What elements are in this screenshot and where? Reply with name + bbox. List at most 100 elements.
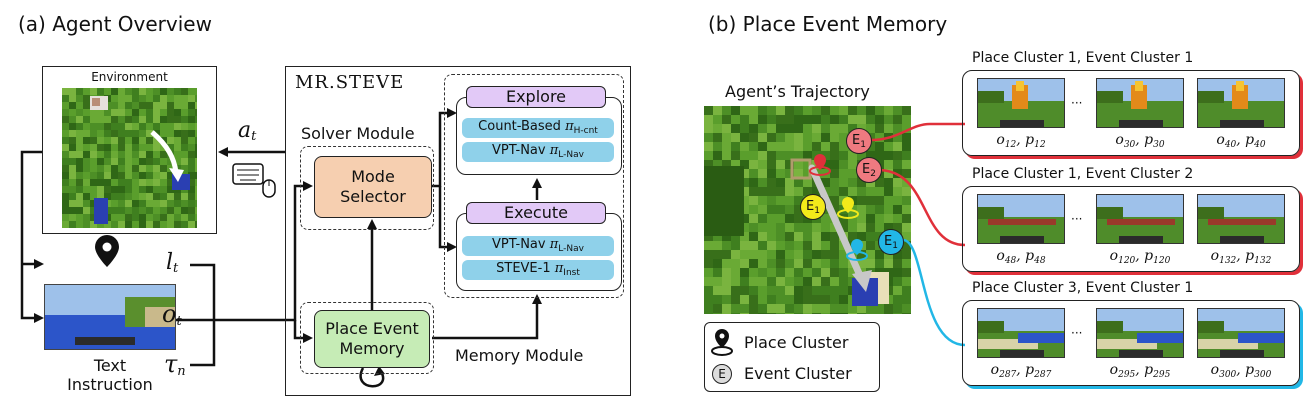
map-tile	[857, 178, 866, 187]
map-tile	[839, 151, 848, 160]
observation-thumbnail	[1096, 78, 1184, 128]
map-tile	[740, 160, 749, 169]
map-tile	[713, 151, 722, 160]
map-tile	[188, 95, 195, 102]
map-tile	[776, 151, 785, 160]
map-tile	[740, 286, 749, 295]
map-tile	[902, 277, 911, 286]
observation-thumbnail	[1197, 78, 1285, 128]
map-tile	[830, 205, 839, 214]
map-tile	[713, 115, 722, 124]
map-tile	[188, 193, 195, 200]
map-tile	[893, 151, 902, 160]
map-tile	[839, 142, 848, 151]
map-tile	[749, 304, 758, 313]
map-tile	[167, 130, 174, 137]
map-tile	[902, 223, 911, 232]
map-tile	[848, 223, 857, 232]
map-tile	[139, 123, 146, 130]
map-tile	[160, 109, 167, 116]
map-tile	[195, 151, 197, 158]
water-patch	[94, 198, 108, 224]
map-tile	[188, 151, 195, 158]
map-tile	[749, 250, 758, 259]
map-tile	[767, 178, 776, 187]
map-tile	[146, 130, 153, 137]
map-tile	[794, 304, 803, 313]
map-tile	[740, 151, 749, 160]
map-tile	[785, 160, 794, 169]
map-tile	[62, 200, 69, 207]
map-tile	[884, 142, 893, 151]
map-tile	[893, 133, 902, 142]
map-tile	[776, 133, 785, 142]
map-tile	[713, 313, 722, 314]
map-tile	[146, 214, 153, 221]
map-tile	[118, 200, 125, 207]
map-tile	[153, 158, 160, 165]
cluster-box-3	[962, 300, 1300, 386]
map-tile	[776, 187, 785, 196]
map-tile	[62, 207, 69, 214]
map-tile	[839, 295, 848, 304]
agent-path-arrow	[150, 130, 179, 173]
map-tile	[803, 268, 812, 277]
map-tile	[731, 268, 740, 277]
map-tile	[821, 286, 830, 295]
map-tile	[875, 151, 884, 160]
map-tile	[902, 214, 911, 223]
map-tile	[731, 151, 740, 160]
map-tile	[740, 304, 749, 313]
map-tile	[902, 142, 911, 151]
map-tile	[76, 221, 83, 228]
map-tile	[767, 277, 776, 286]
map-tile	[848, 160, 857, 169]
map-tile	[132, 123, 139, 130]
map-tile	[722, 241, 731, 250]
map-tile	[146, 179, 153, 186]
map-tile	[118, 116, 125, 123]
map-tile	[812, 115, 821, 124]
map-tile	[902, 124, 911, 133]
map-tile	[139, 221, 146, 228]
map-tile	[839, 250, 848, 259]
map-tile	[181, 200, 188, 207]
map-tile	[785, 115, 794, 124]
map-tile	[803, 304, 812, 313]
map-tile	[740, 259, 749, 268]
map-tile	[104, 179, 111, 186]
map-tile	[857, 223, 866, 232]
map-tile	[83, 193, 90, 200]
observation-caption: o30, p30	[1115, 132, 1165, 150]
map-tile	[188, 207, 195, 214]
map-tile	[740, 277, 749, 286]
map-tile	[866, 214, 875, 223]
map-tile	[875, 178, 884, 187]
memory-module-label: Memory Module	[455, 346, 584, 365]
map-tile	[104, 144, 111, 151]
map-tile	[767, 115, 776, 124]
map-tile	[90, 200, 97, 207]
map-tile	[785, 277, 794, 286]
map-tile	[118, 130, 125, 137]
yellow-place-pin-icon	[837, 197, 859, 219]
map-tile	[83, 144, 90, 151]
map-tile	[83, 179, 90, 186]
map-tile	[69, 116, 76, 123]
map-tile	[848, 151, 857, 160]
map-tile	[181, 214, 188, 221]
map-tile	[812, 124, 821, 133]
map-tile	[722, 295, 731, 304]
map-tile	[875, 223, 884, 232]
map-tile	[767, 268, 776, 277]
map-tile	[139, 151, 146, 158]
map-tile	[188, 130, 195, 137]
map-tile	[90, 165, 97, 172]
map-tile	[174, 137, 181, 144]
map-tile	[174, 88, 181, 95]
map-tile	[794, 259, 803, 268]
map-tile	[722, 268, 731, 277]
map-tile	[111, 186, 118, 193]
environment-label: Environment	[91, 70, 168, 84]
map-tile	[76, 116, 83, 123]
